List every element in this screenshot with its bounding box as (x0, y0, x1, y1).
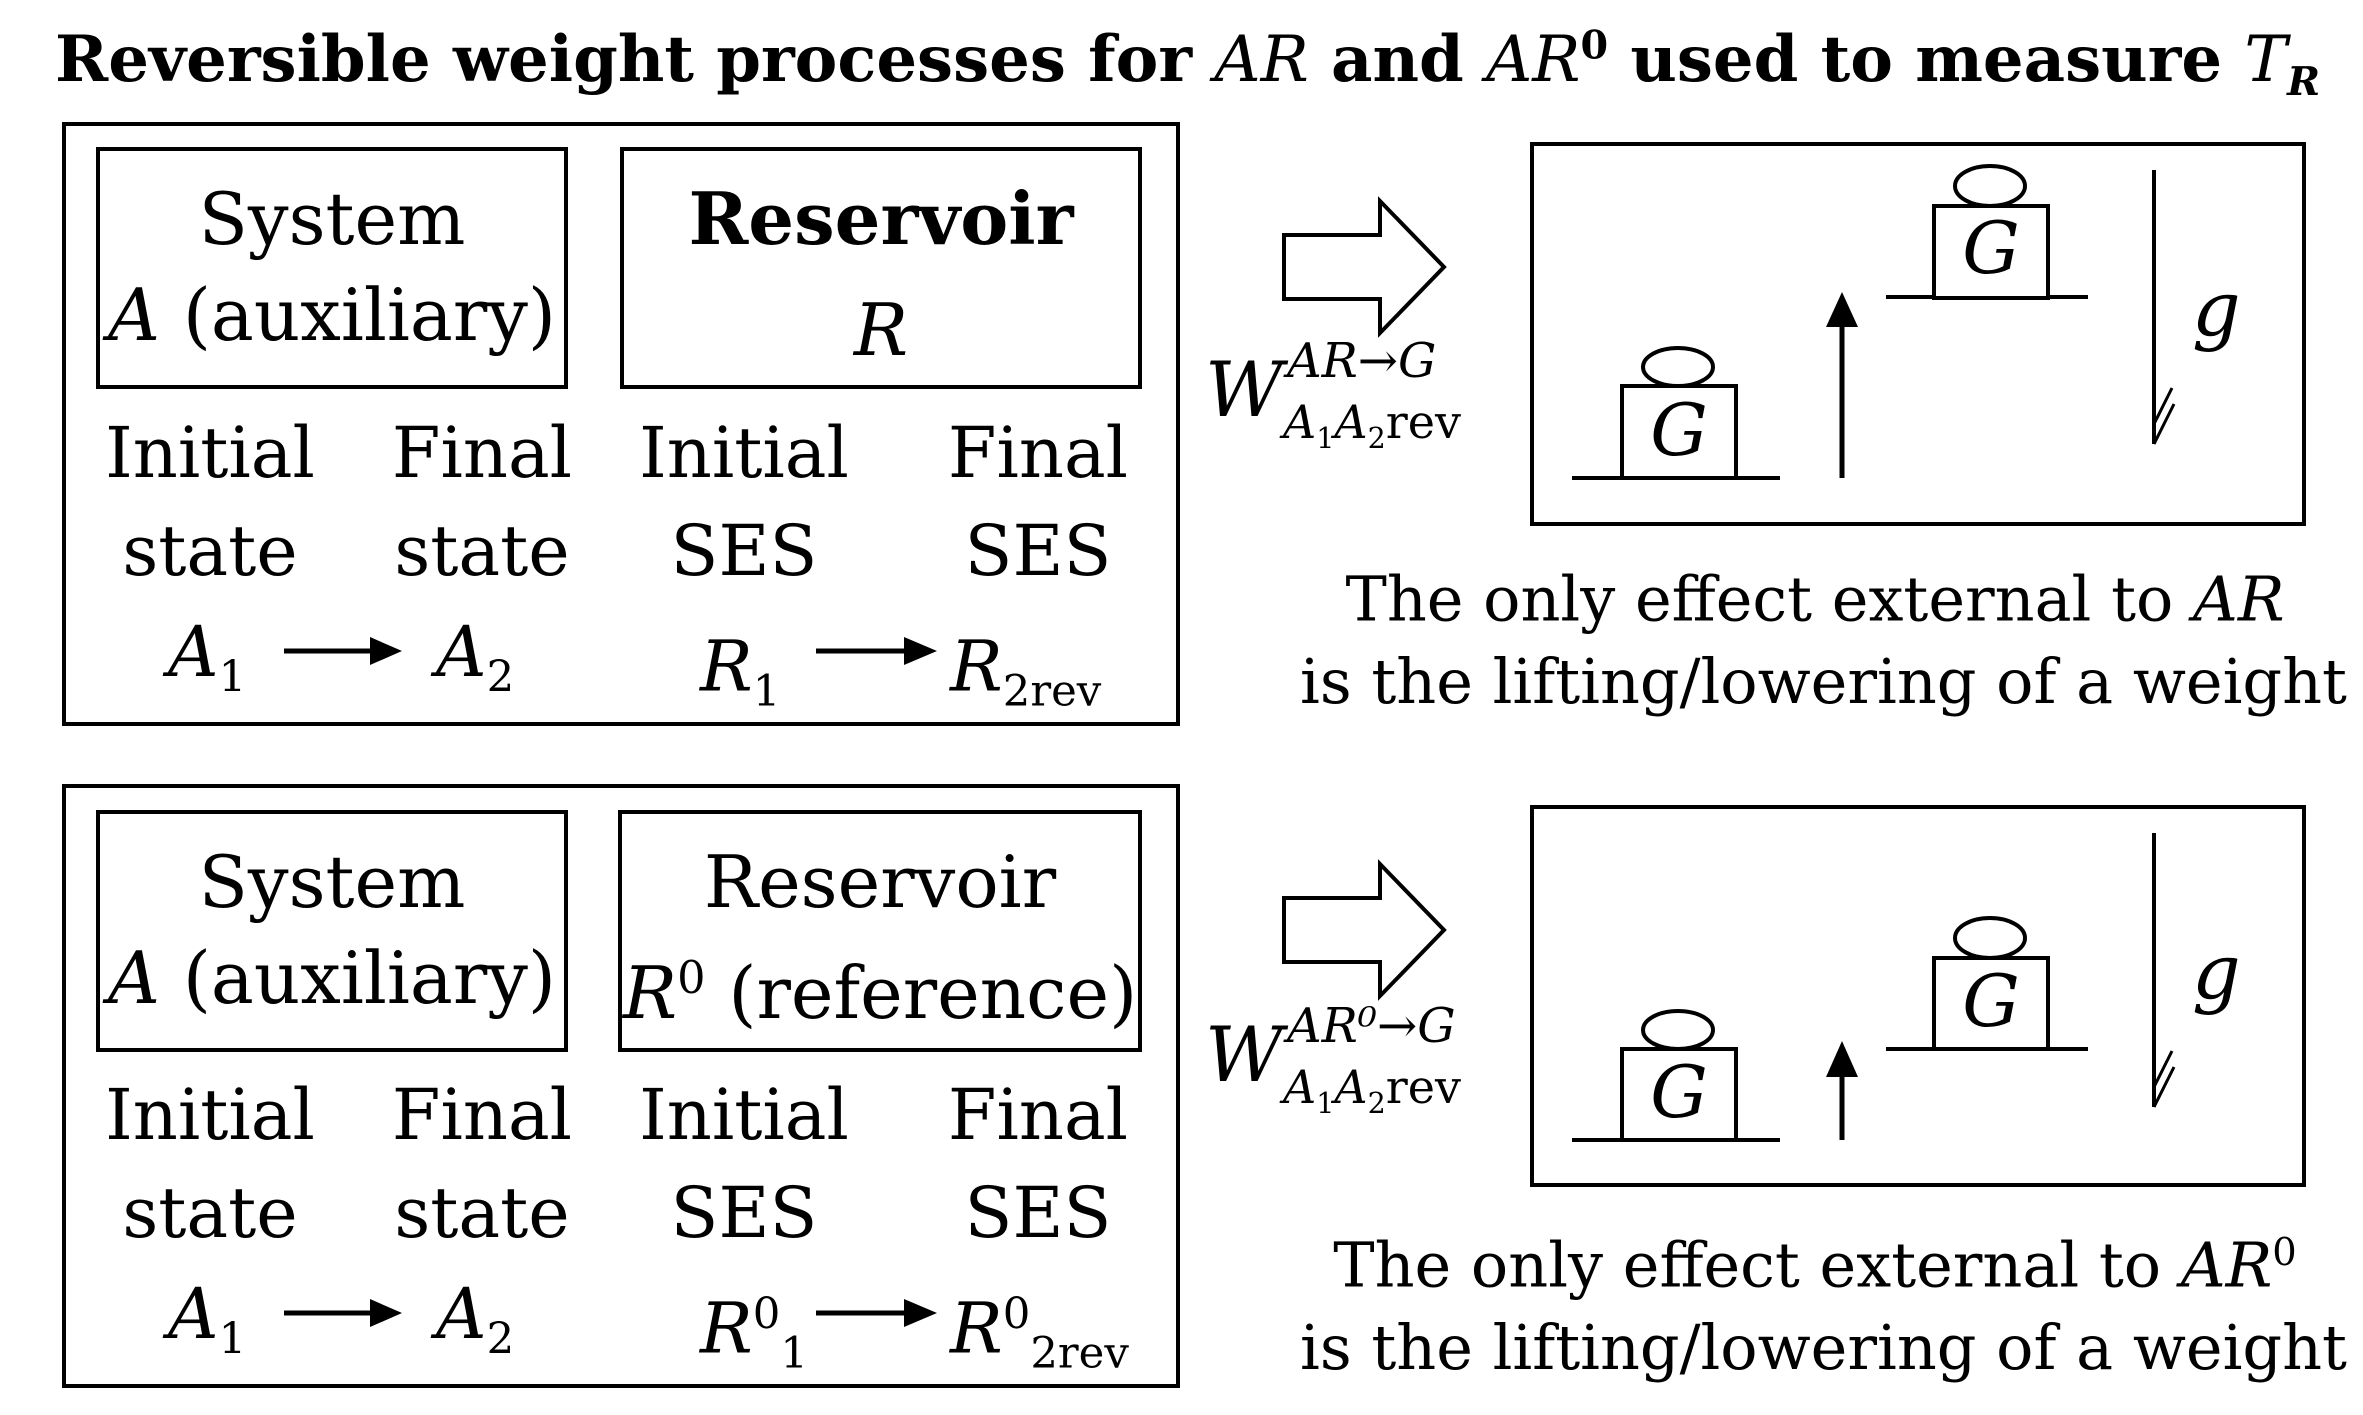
panel-1-system-label: System (198, 177, 466, 261)
title-text-suffix: used to measure (1608, 22, 2245, 97)
title-text-prefix: Reversible weight processes for (55, 22, 1215, 97)
panel-2-r-transition-arrow (816, 1299, 937, 1327)
panel-1-state-a1: A1 (168, 611, 247, 702)
title-var-ar: AR (1214, 23, 1309, 97)
panel-1-weight-low-label: G (1650, 388, 1708, 472)
panel-1-a-transition-arrow (284, 637, 402, 665)
title-text-and: and (1308, 22, 1487, 97)
title-sup-0: 0 (1580, 22, 1609, 69)
panel-2-state-r1: R01 (700, 1287, 808, 1379)
panel-2-work-label: W AR⁰→G A1A2rev (1205, 998, 1461, 1121)
panel-2-hollow-arrow (1282, 859, 1447, 1001)
panel-2-weight-high-label: G (1962, 959, 2020, 1043)
panel-2-state-a1: A1 (168, 1273, 247, 1364)
panel-2-state-r2rev: R02rev (950, 1287, 1129, 1379)
panel-1-state-r1: R1 (700, 625, 781, 717)
panel-2-caption-line-1: The only effect external to AR0 (1333, 1228, 2297, 1302)
panel-2-system-box: System A (auxiliary) (96, 810, 568, 1052)
panel-2-weight-frame (1530, 805, 2306, 1187)
panel-2-system-label: System (198, 840, 466, 924)
panel-1-reservoir-box: Reservoir R (620, 147, 1142, 389)
panel-1-state-r2rev: R2rev (950, 625, 1102, 717)
panel-2-weight-low-label: G (1650, 1050, 1708, 1134)
panel-1-process-frame (62, 122, 1180, 726)
title-var-ar0: AR (1486, 23, 1581, 97)
panel-2-gravity-label: g (2192, 927, 2241, 1016)
panel-2-a-transition-arrow (284, 1299, 402, 1327)
panel-1-work-label: W AR→G A1A2rev (1205, 333, 1461, 456)
panel-1-gravity-label: g (2192, 264, 2241, 353)
title-sub-r: R (2287, 58, 2321, 105)
panel-2-state-a2: A2 (436, 1273, 515, 1364)
panel-2-caption: The only effect external to AR0 is the l… (1300, 1212, 2347, 1389)
panel-1-weight-scene (1572, 164, 2176, 480)
panel-1-reservoir-label: Reservoir (688, 176, 1074, 261)
panel-1-weight-high-label: G (1962, 206, 2020, 290)
panel-1-caption-line-2: is the lifting/lowering of a weight (1300, 644, 2347, 718)
panel-1-reservoir-subtitle: R (853, 288, 909, 372)
panel-2-system-subtitle: A (auxiliary) (107, 936, 557, 1020)
panel-1-system-subtitle: A (auxiliary) (107, 273, 557, 357)
title-var-t: T (2244, 23, 2288, 97)
panel-2-weight-scene (1572, 833, 2176, 1142)
panel-1-caption: The only effect external to AR is the li… (1300, 546, 2347, 723)
panel-1-state-a2: A2 (436, 611, 515, 702)
panel-1-r-transition-arrow (816, 637, 937, 665)
panel-2-caption-line-2: is the lifting/lowering of a weight (1300, 1310, 2347, 1384)
diagram-title: Reversible weight processes for AR and A… (55, 22, 2320, 105)
panel-1-weight-frame (1530, 142, 2306, 526)
panel-2-process-frame (62, 784, 1180, 1388)
panel-1-system-box: System A (auxiliary) (96, 147, 568, 389)
panel-2-reservoir-label: Reservoir (703, 840, 1057, 924)
panel-1-hollow-arrow (1282, 196, 1447, 338)
panel-2-reservoir-box: Reservoir R0 (reference) (618, 810, 1142, 1052)
panel-1-caption-line-1: The only effect external to AR (1345, 562, 2285, 636)
panel-2-reservoir-subtitle: R0 (reference) (622, 951, 1138, 1035)
